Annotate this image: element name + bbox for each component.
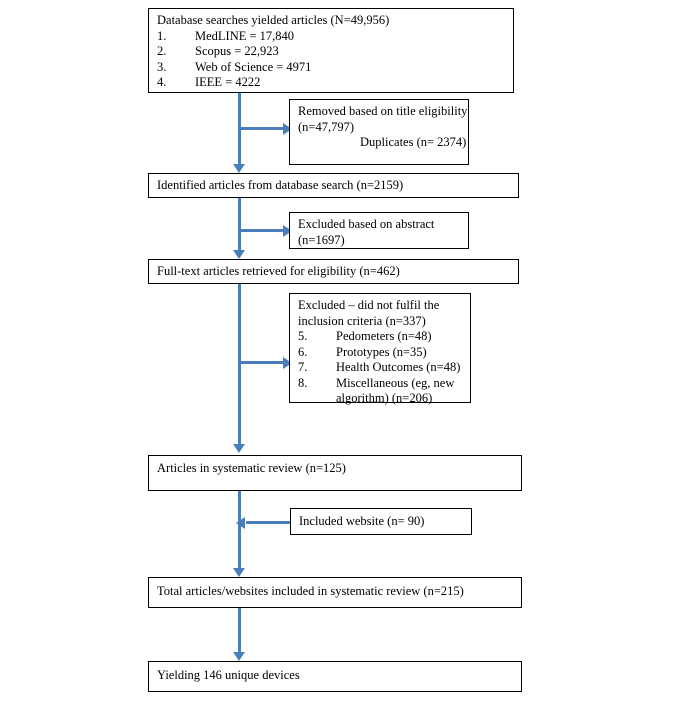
database-searches-heading: Database searches yielded articles (N=49… — [157, 13, 390, 27]
excluded-criteria-item-5: 5. Pedometers (n=48) — [298, 329, 432, 343]
excluded-criteria-item-6: 6. Prototypes (n=35) — [298, 344, 427, 359]
node-fulltext-retrieved: Full-text articles retrieved for eligibi… — [148, 259, 519, 284]
arrow-down-to-articles-review — [233, 444, 245, 453]
database-searches-item-1: 1. MedLINE = 17,840 — [157, 28, 295, 43]
connector-branch-excluded-criteria — [238, 361, 286, 364]
database-searches-item-4: 4. IEEE = 4222 — [157, 75, 261, 89]
fulltext-retrieved-text: Full-text articles retrieved for eligibi… — [157, 264, 400, 278]
identified-articles-text: Identified articles from database search… — [157, 178, 404, 192]
excluded-criteria-line1: Excluded – did not fulfil the — [298, 298, 440, 312]
removed-title-line2: (n=47,797) — [298, 119, 354, 134]
excluded-criteria-line2: inclusion criteria (n=337) — [298, 313, 426, 328]
arrow-right-to-excluded-abstract — [283, 225, 292, 237]
node-total-included: Total articles/websites included in syst… — [148, 577, 522, 608]
connector-trunk-2 — [238, 198, 241, 253]
removed-title-line1: Removed based on title eligibility — [298, 104, 468, 118]
excluded-criteria-item-7: 7. Health Outcomes (n=48) — [298, 360, 461, 374]
node-yielding-devices: Yielding 146 unique devices — [148, 661, 522, 692]
arrow-right-to-excluded-criteria — [283, 357, 292, 369]
node-database-searches: Database searches yielded articles (N=49… — [148, 8, 514, 93]
node-included-website: Included website (n= 90) — [290, 508, 472, 535]
included-website-text: Included website (n= 90) — [299, 514, 425, 528]
arrow-down-to-total-included — [233, 568, 245, 577]
excluded-criteria-item-8-continued: algorithm) (n=206) — [336, 391, 433, 405]
arrow-down-to-yielding — [233, 652, 245, 661]
articles-systematic-review-text: Articles in systematic review (n=125) — [157, 461, 346, 475]
arrow-right-to-removed-title — [283, 123, 292, 135]
excluded-abstract-line2: (n=1697) — [298, 232, 345, 247]
node-articles-systematic-review: Articles in systematic review (n=125) — [148, 455, 522, 491]
arrow-down-to-fulltext — [233, 250, 245, 259]
excluded-criteria-item-8: 8. Miscellaneous (eg, new — [298, 375, 455, 390]
connector-trunk-3 — [238, 284, 241, 446]
total-included-text: Total articles/websites included in syst… — [157, 584, 464, 598]
node-excluded-abstract: Excluded based on abstract (n=1697) — [289, 212, 469, 249]
connector-branch-included-website — [246, 521, 290, 524]
database-searches-item-3: 3. Web of Science = 4971 — [157, 59, 312, 74]
connector-trunk-5 — [238, 607, 241, 655]
connector-branch-removed-title — [238, 127, 286, 130]
node-removed-title-eligibility: Removed based on title eligibility (n=47… — [289, 99, 469, 165]
arrow-left-from-included-website — [236, 517, 245, 529]
node-identified-articles: Identified articles from database search… — [148, 173, 519, 198]
node-excluded-criteria: Excluded – did not fulfil the inclusion … — [289, 293, 471, 405]
arrow-down-to-identified — [233, 164, 245, 173]
removed-title-duplicates: Duplicates (n= 2374) — [360, 135, 467, 149]
connector-branch-excluded-abstract — [238, 229, 286, 232]
excluded-abstract-line1: Excluded based on abstract — [298, 217, 435, 231]
yielding-devices-text: Yielding 146 unique devices — [157, 668, 300, 682]
database-searches-item-2: 2. Scopus = 22,923 — [157, 44, 279, 58]
connector-trunk-4 — [238, 490, 241, 571]
